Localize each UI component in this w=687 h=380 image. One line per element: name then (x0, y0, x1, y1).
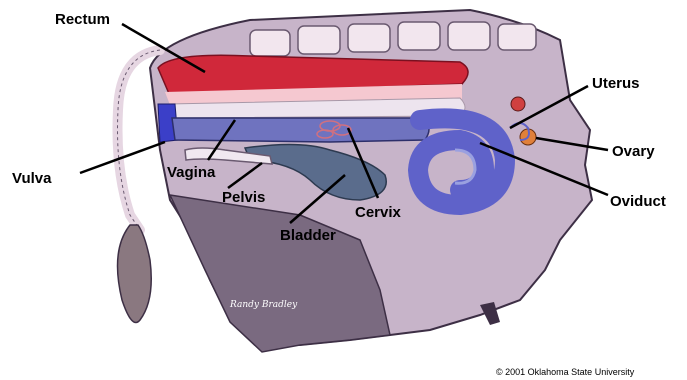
label-bladder: Bladder (280, 228, 336, 243)
label-oviduct: Oviduct (610, 194, 666, 209)
ovary-top (511, 97, 525, 111)
artist-signature: Randy Bradley (230, 300, 297, 310)
label-vagina: Vagina (167, 165, 215, 180)
label-ovary: Ovary (612, 144, 655, 159)
copyright-notice: © 2001 Oklahoma State University (496, 367, 634, 377)
label-vulva: Vulva (12, 171, 51, 186)
label-pelvis: Pelvis (222, 190, 265, 205)
tail-switch (118, 225, 152, 323)
vagina-cervix-tract (172, 118, 429, 142)
label-cervix: Cervix (355, 205, 401, 220)
label-uterus: Uterus (592, 76, 640, 91)
label-rectum: Rectum (55, 12, 110, 27)
